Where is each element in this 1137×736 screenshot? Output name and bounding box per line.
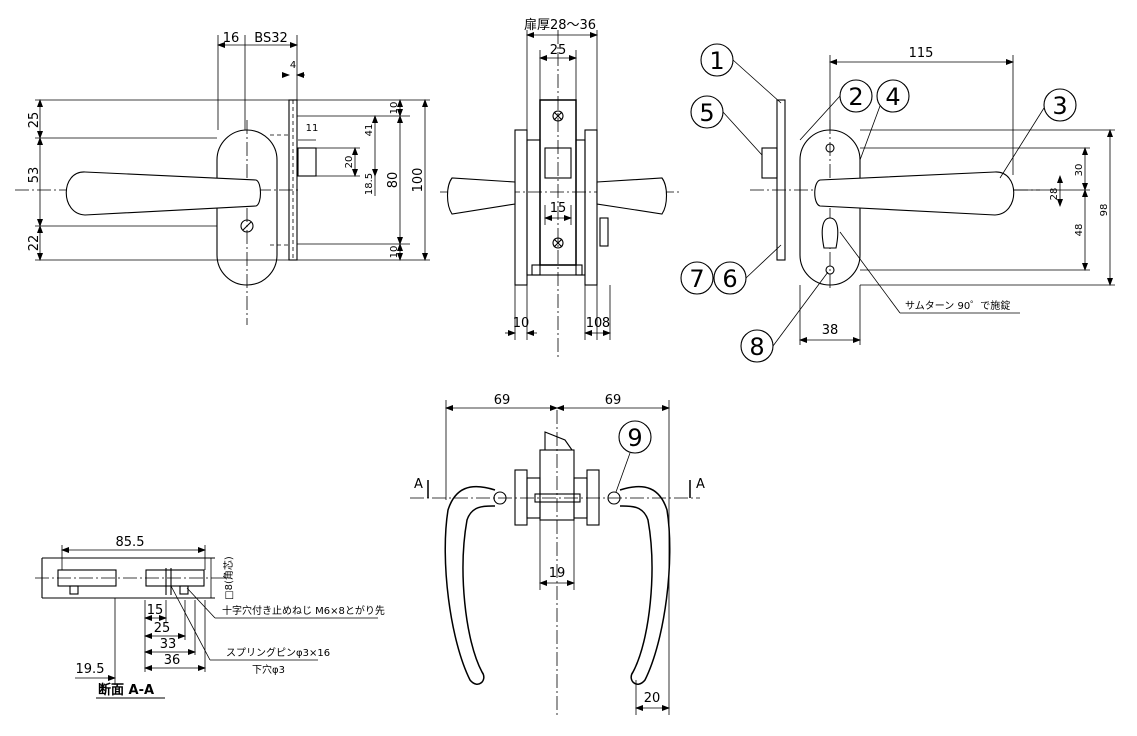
dim-15-sec: 15	[147, 603, 164, 618]
svg-text:4: 4	[885, 83, 900, 111]
top-view: A A 69 69 19 20 9	[410, 393, 705, 715]
dim-115: 115	[909, 46, 934, 61]
balloon-8: 8	[740, 271, 829, 363]
note-pin: スプリングピンφ3×16	[226, 646, 330, 659]
balloon-4: 4	[859, 79, 910, 161]
dim-48: 48	[1074, 224, 1085, 237]
thumbturn-note: サムターン 90゜で施錠	[905, 299, 1010, 312]
lever-handle	[65, 171, 262, 216]
dim-19-5: 19.5	[76, 662, 105, 677]
balloon-3: 3	[999, 88, 1077, 179]
note-screw: 十字穴付き止めねじ M6×8とがり先	[222, 604, 385, 617]
dim-69-left: 69	[494, 393, 511, 408]
section-mark-right: A	[696, 477, 705, 492]
balloon-7: 7	[680, 261, 714, 295]
dim-30: 30	[1074, 164, 1085, 177]
dim-10-bot: 10	[389, 246, 400, 259]
svg-text:3: 3	[1052, 92, 1067, 120]
dim-25-sec: 25	[154, 621, 171, 636]
svg-text:2: 2	[848, 83, 863, 111]
dim-38: 38	[822, 323, 839, 338]
screw-bottom	[552, 237, 564, 249]
dim-36-sec: 36	[164, 653, 181, 668]
section-view: 85.5 □8(角芯) 15 25 33 36 19.5 十字穴付き止めねじ M…	[35, 535, 385, 699]
lever-top-right	[619, 485, 671, 685]
dim-8: 8	[602, 316, 610, 331]
dim-20: 20	[344, 156, 355, 169]
front-view: 25 53 22 16 BS32 4 11 20 41 18.5 10 80 1…	[15, 31, 430, 325]
dim-69-right: 69	[605, 393, 622, 408]
balloon-5: 5	[690, 95, 763, 156]
dim-18-5: 18.5	[364, 173, 375, 195]
svg-text:9: 9	[627, 424, 642, 452]
dim-door-thickness: 扉厚28～36	[524, 17, 596, 33]
dim-10-right: 10	[586, 316, 603, 331]
dim-41: 41	[364, 124, 375, 137]
dim-25-side: 25	[550, 43, 567, 58]
dim-4: 4	[290, 60, 296, 71]
key-cylinder	[240, 219, 254, 233]
section-title: 断面 A-A	[98, 682, 154, 698]
spindle-right	[145, 569, 205, 587]
dim-square-8: □8(角芯)	[222, 556, 235, 600]
section-mark-left: A	[414, 477, 423, 492]
dim-80: 80	[386, 172, 401, 189]
thumb-turn	[821, 217, 839, 249]
lever-rear	[814, 171, 1015, 216]
dim-98: 98	[1099, 204, 1110, 217]
dim-28: 28	[1049, 188, 1060, 201]
dim-16: 16	[223, 31, 240, 46]
lever-left	[446, 177, 516, 215]
rose-right	[584, 129, 598, 286]
lever-right	[596, 177, 668, 215]
svg-text:6: 6	[722, 265, 737, 293]
svg-text:5: 5	[699, 99, 714, 127]
dim-100: 100	[411, 168, 426, 193]
dim-20-top: 20	[644, 691, 661, 706]
rose-left	[514, 129, 528, 286]
faceplate-rear	[776, 99, 786, 261]
svg-text:1: 1	[709, 47, 724, 75]
svg-text:7: 7	[689, 265, 704, 293]
dim-53: 53	[27, 167, 42, 184]
dim-22: 22	[27, 235, 42, 252]
lever-top-left	[444, 485, 496, 685]
dim-85-5: 85.5	[116, 535, 145, 550]
balloon-1: 1	[700, 43, 782, 104]
dim-25: 25	[27, 112, 42, 129]
svg-text:8: 8	[749, 333, 764, 361]
latch-bolt	[297, 147, 317, 177]
dim-10-left: 10	[513, 316, 530, 331]
balloon-2: 2	[799, 79, 873, 141]
rear-view: サムターン 90゜で施錠 115 30 28 48 98 38 1 2	[680, 43, 1115, 363]
dim-33-sec: 33	[160, 637, 177, 652]
dim-bs32: BS32	[254, 31, 287, 46]
note-hole: 下穴φ3	[252, 663, 285, 676]
screw-top	[552, 110, 564, 122]
spindle-left	[57, 569, 117, 587]
dim-11: 11	[306, 123, 319, 134]
side-view: 扉厚28～36 25 15 10 10 8	[440, 17, 680, 360]
dim-19: 19	[549, 566, 566, 581]
balloon-6: 6	[713, 244, 782, 295]
dim-15-side: 15	[550, 201, 567, 216]
balloon-9: 9	[615, 420, 652, 493]
dim-10-top: 10	[389, 102, 400, 115]
